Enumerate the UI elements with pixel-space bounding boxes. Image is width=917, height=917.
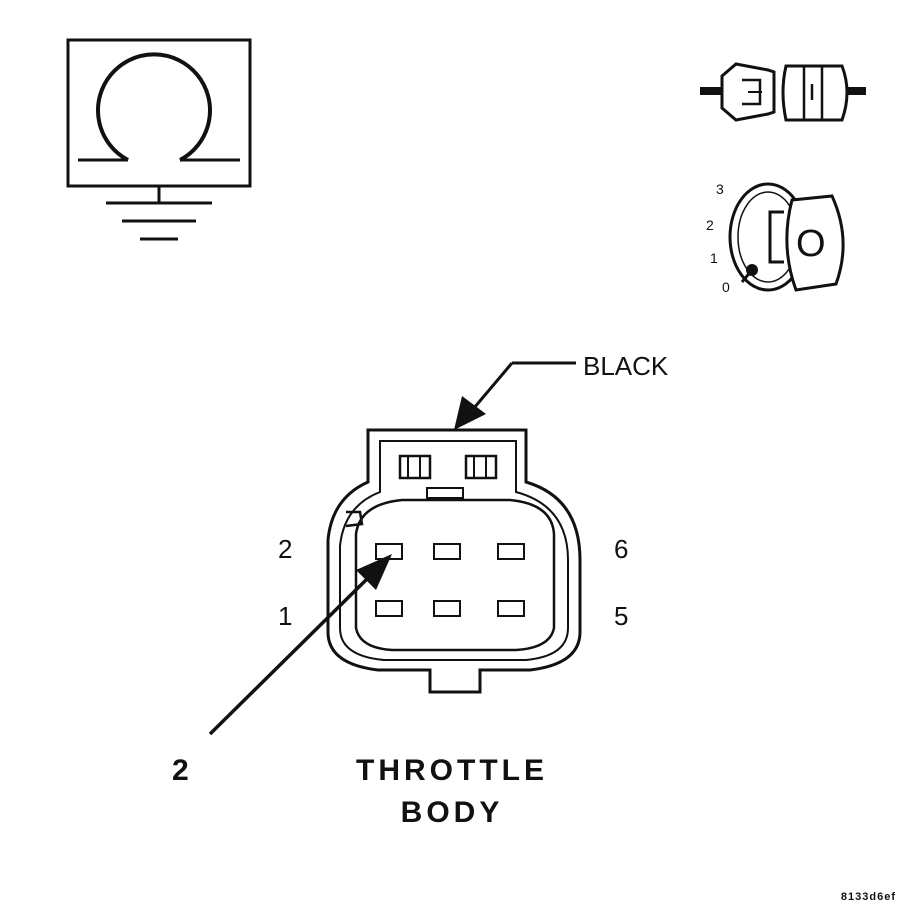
connector-color-label: BLACK: [583, 351, 669, 381]
ignition-position-0: 0: [722, 279, 730, 295]
color-callout: BLACK: [454, 351, 669, 430]
pointer-label: 2: [172, 754, 193, 787]
component-name-line1: THROTTLE: [356, 754, 548, 787]
cavity-pointer-arrow: [208, 554, 392, 736]
ignition-position-1: 1: [710, 250, 718, 266]
ignition-position-2: 2: [706, 217, 714, 233]
pin-label-5: 5: [614, 601, 628, 631]
disconnected-connector-icon: [700, 62, 866, 122]
pin-label-2: 2: [278, 534, 292, 564]
throttle-body-connector: [326, 428, 582, 694]
pin-label-6: 6: [614, 534, 628, 564]
component-name-line2: BODY: [401, 796, 504, 829]
ignition-key-glyph: O: [796, 223, 826, 265]
ignition-key-icon: 3 2 1 0 O: [706, 181, 845, 295]
pin-label-1: 1: [278, 601, 292, 631]
figure-id: 8133d6ef: [841, 891, 896, 903]
ohmmeter-ground-icon: [66, 38, 252, 241]
ignition-position-3: 3: [716, 181, 724, 197]
